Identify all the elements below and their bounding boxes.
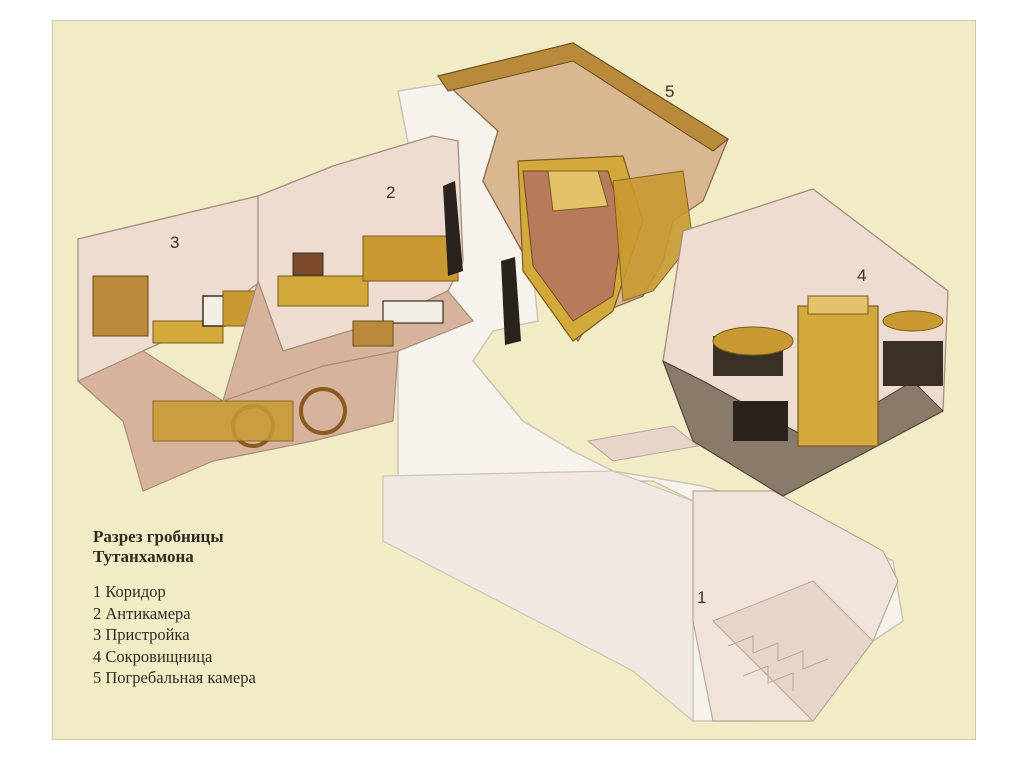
treasury: 4 (663, 189, 948, 496)
room-number-burial-chamber: 5 (665, 82, 674, 101)
room-number-corridor: 1 (697, 588, 706, 607)
caption: Разрез гробницы Тутанхамона 1 Коридор 2 … (93, 527, 393, 689)
room-number-antechamber: 2 (386, 183, 395, 202)
legend-item-treasury: 4 Сокровищница (93, 646, 393, 668)
legend-item-annex: 3 Пристройка (93, 624, 393, 646)
room-number-treasury: 4 (857, 266, 866, 285)
legend-item-antechamber: 2 Антикамера (93, 603, 393, 625)
legend-item-burial-chamber: 5 Погребальная камера (93, 667, 393, 689)
corridor: 1 (693, 491, 898, 721)
caption-title-line-1: Разрез гробницы (93, 527, 393, 547)
legend-item-corridor: 1 Коридор (93, 581, 393, 603)
room-number-annex: 3 (170, 233, 179, 252)
caption-title-line-2: Тутанхамона (93, 547, 393, 567)
illustration-frame: 1 3 (52, 20, 976, 740)
legend: 1 Коридор 2 Антикамера 3 Пристройка 4 Со… (93, 581, 393, 689)
entrance-block (588, 426, 698, 461)
caption-title: Разрез гробницы Тутанхамона (93, 527, 393, 567)
